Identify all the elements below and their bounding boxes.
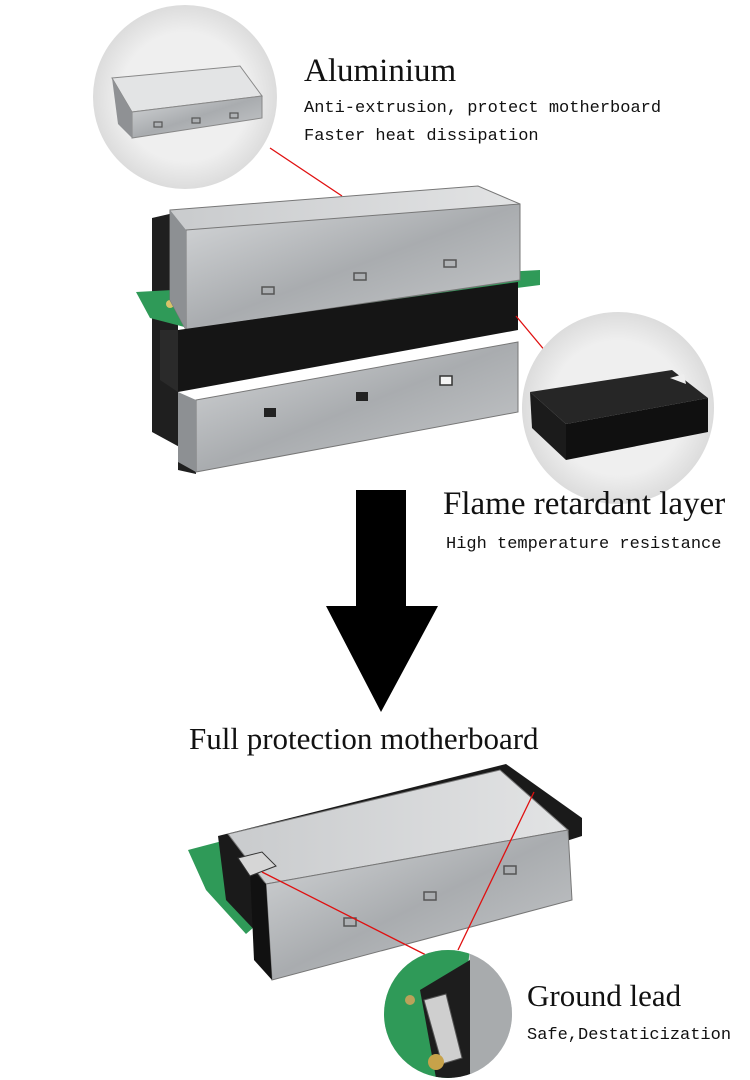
ground-title: Ground lead (527, 978, 682, 1013)
flame-title: Flame retardant layer (443, 486, 726, 522)
flame-layer-circle (522, 312, 714, 504)
aluminium-title: Aluminium (304, 53, 457, 89)
ground-leader-line-1 (261, 871, 429, 957)
ground-feature-1: Safe,Destaticization (527, 1026, 732, 1045)
ground-leader-line-2 (457, 791, 535, 951)
aluminium-feature-1: Anti-extrusion, protect motherboard (304, 99, 662, 118)
flame-leader-line (515, 315, 547, 353)
aluminium-leader-line (269, 147, 343, 197)
aluminium-feature-2: Faster heat dissipation (304, 127, 539, 146)
main-title: Full protection motherboard (189, 721, 539, 756)
ground-lead-circle (384, 950, 512, 1078)
aluminium-shell-circle (93, 5, 277, 189)
product-exploded-view (136, 185, 540, 474)
down-arrow (326, 490, 438, 712)
flame-feature-1: High temperature resistance (446, 535, 722, 554)
product-assembled-view (188, 764, 582, 981)
